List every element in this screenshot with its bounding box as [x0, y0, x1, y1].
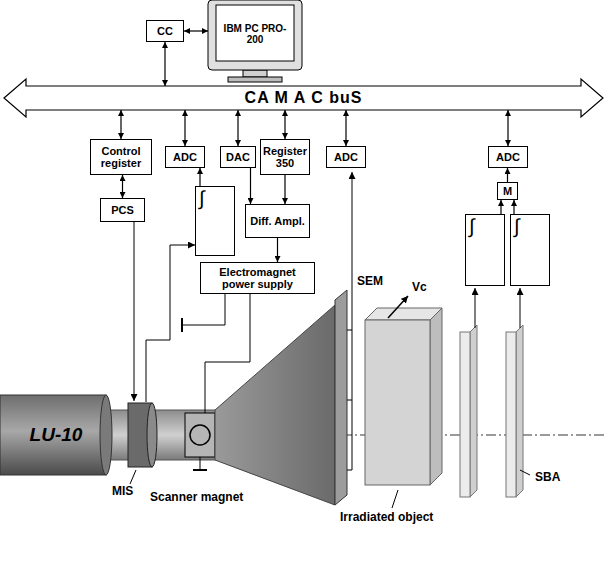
node-text: ADC: [173, 151, 197, 163]
controller-box: CC: [146, 20, 184, 42]
part-label: SBA: [535, 470, 560, 484]
leader-line: [392, 490, 398, 508]
sba-plate: [460, 332, 470, 497]
accelerator-body: [0, 395, 106, 475]
adc-box: ADC: [326, 146, 366, 168]
sem-tap: [347, 470, 352, 471]
leader-line: [520, 470, 530, 475]
register-box: Control register: [90, 139, 152, 175]
node-text: ADC: [496, 151, 520, 163]
sba-plate: [506, 332, 516, 497]
connector-arrow: [250, 168, 251, 204]
register-box: Register 350: [260, 139, 310, 175]
supply-wire: [182, 294, 225, 325]
irradiated-object: [365, 320, 430, 485]
node-text: M: [503, 185, 512, 197]
leader-line: [130, 470, 136, 484]
connector-arrow: [120, 110, 121, 139]
sba-plate-side: [470, 325, 477, 497]
velocity-arrow: [388, 296, 408, 318]
node-text: ∫: [199, 187, 204, 209]
mis-sensor-face: [147, 403, 157, 467]
connector-arrow: [277, 238, 278, 262]
node-text: CC: [157, 25, 173, 37]
connector-arrow: [507, 110, 508, 146]
node-text: Electromagnet power supply: [204, 266, 311, 290]
node-text: IBM PC PRO-200: [220, 23, 290, 45]
scanning-horn: [215, 305, 335, 505]
node-text: Control register: [94, 145, 148, 169]
supply-wire: [205, 294, 250, 413]
connector-arrow: [345, 110, 346, 146]
connector-arrow: [237, 110, 238, 146]
connector-arrow: [507, 168, 508, 182]
part-label: MIS: [112, 484, 133, 498]
accelerator-cylinder: LU-10: [0, 395, 112, 475]
monitor-base: [228, 77, 282, 82]
connector-arrow: [284, 110, 285, 139]
connector-arrow: [184, 110, 185, 146]
object-side: [430, 308, 442, 485]
node-text: LU-10: [30, 425, 83, 446]
amplifier-box: Diff. Ampl.: [245, 204, 310, 238]
accelerator-end: [100, 395, 112, 475]
camac-bus: CA M A C buS: [4, 86, 603, 110]
connector-arrow: [199, 168, 200, 186]
node-text: Diff. Ampl.: [250, 215, 305, 227]
node-text: ∫: [514, 215, 519, 237]
sem-tap: [347, 330, 352, 331]
sem-tap: [347, 400, 352, 401]
monitor-bezel: [208, 0, 302, 70]
monitor-stand: [243, 70, 267, 77]
mis-signal-line: [146, 245, 195, 402]
computer-monitor: IBM PC PRO-200: [208, 0, 302, 70]
connector-arrow: [284, 175, 285, 204]
node-text: ∫: [469, 215, 474, 237]
part-label: SEM: [357, 274, 383, 288]
node-text: PCS: [111, 204, 134, 216]
node-text: Register 350: [263, 145, 307, 169]
sba-signal-line: [475, 288, 476, 328]
connector-arrow: [164, 42, 165, 86]
adc-box: ADC: [165, 146, 205, 168]
integrator-box: ∫: [195, 186, 235, 256]
connector-arrow: [513, 200, 514, 214]
object-top: [365, 308, 442, 320]
sem-plate: [335, 290, 347, 505]
multiplexer-box: M: [497, 182, 518, 200]
ground-symbol: [193, 469, 207, 471]
node-text: DAC: [226, 151, 250, 163]
connector-arrow: [122, 175, 123, 198]
node-text: CA M A C buS: [245, 89, 363, 107]
pcs-line: [134, 222, 135, 401]
beam-pipe: [110, 410, 220, 460]
integrator-box: ∫: [510, 214, 550, 286]
ground-symbol: [181, 318, 183, 332]
node-text: ADC: [334, 151, 358, 163]
dac-box: DAC: [220, 146, 256, 168]
ground-wire: [200, 457, 201, 470]
connector-arrow: [184, 30, 208, 31]
scanner-magnet-coil: [190, 425, 210, 445]
part-label: Vc: [412, 280, 427, 294]
bus-arrow: [4, 79, 603, 117]
monitor-screen: [216, 5, 294, 61]
connector-arrow: [500, 200, 501, 214]
power-supply-box: Electromagnet power supply: [200, 262, 315, 294]
integrator-box: ∫: [465, 214, 505, 286]
part-label: Scanner magnet: [150, 490, 243, 504]
sba-signal-line: [520, 288, 521, 328]
adc-box: ADC: [488, 146, 528, 168]
pcs-box: PCS: [100, 198, 145, 222]
scanner-magnet: [185, 413, 215, 457]
sem-signal-line: [352, 172, 353, 470]
part-label: Irradiated object: [340, 510, 433, 524]
